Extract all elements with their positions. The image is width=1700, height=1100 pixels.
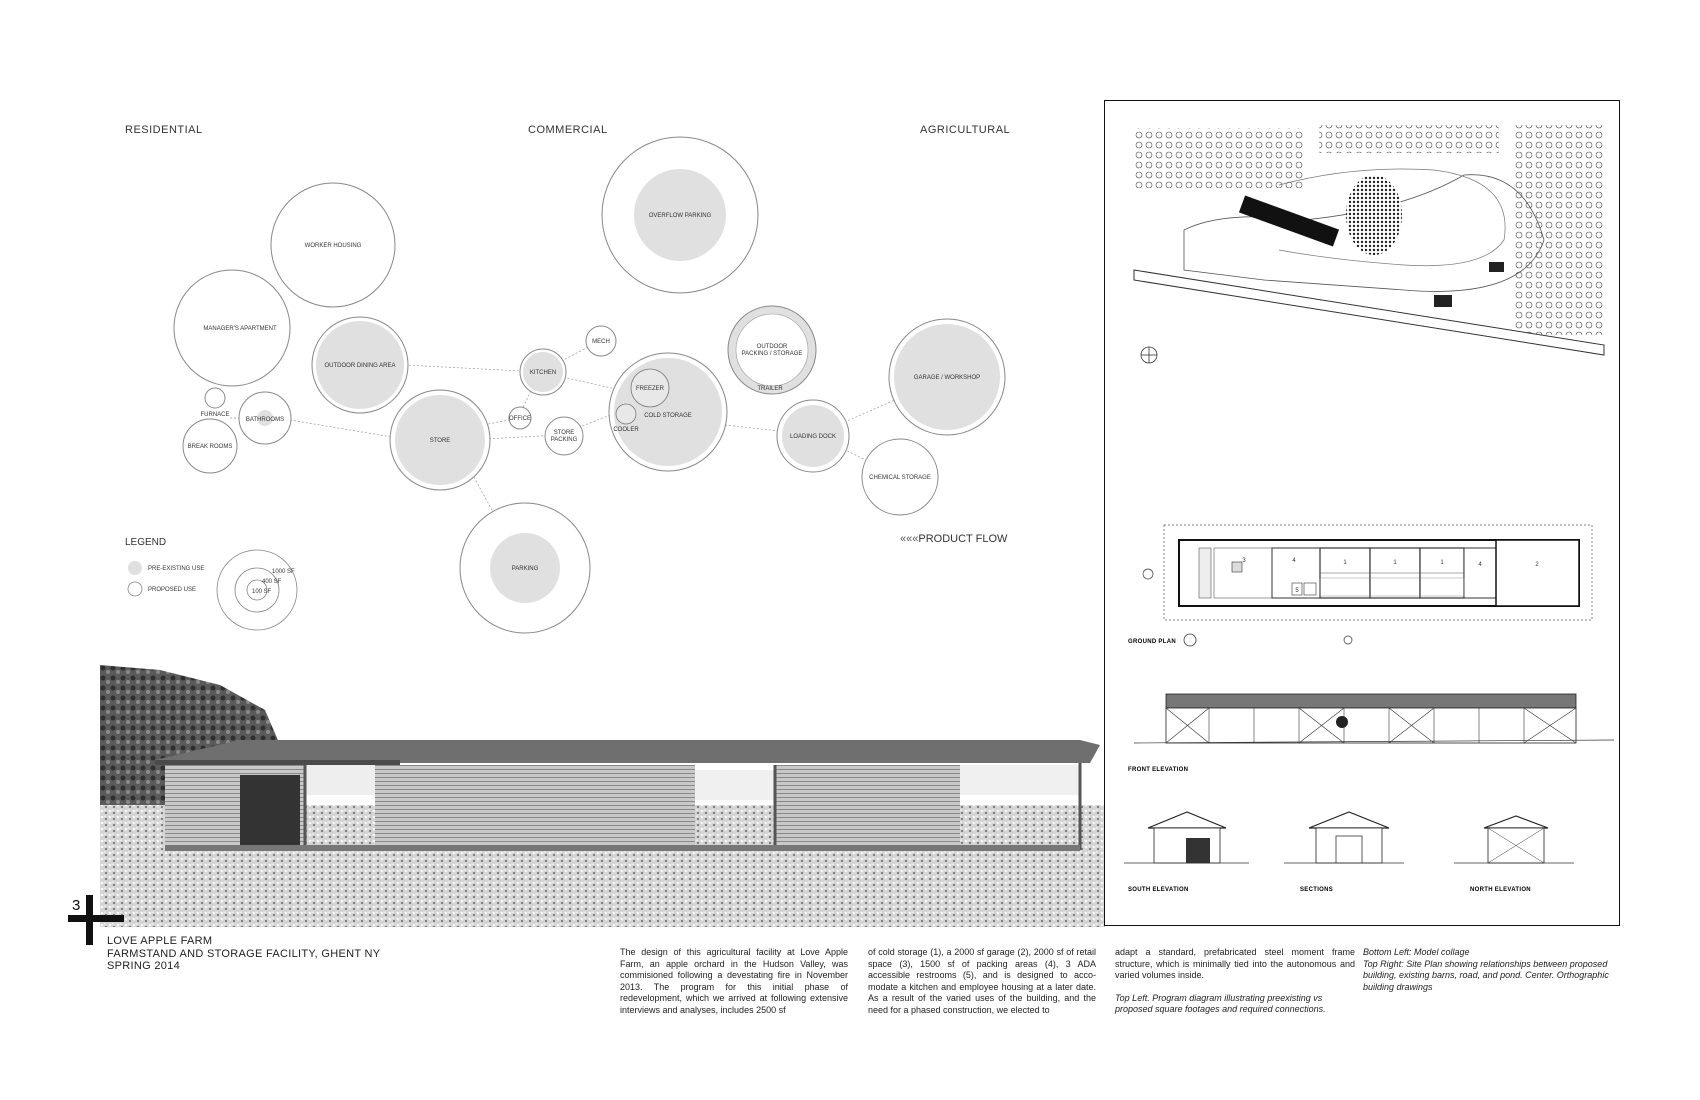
bubble-furnace: FURNACE xyxy=(200,387,230,418)
svg-text:GROUND PLAN: GROUND PLAN xyxy=(1128,639,1176,645)
cross-mark-horizontal xyxy=(68,915,124,922)
bubble-managers-apartment: MANAGER'S APARTMENT xyxy=(173,269,291,387)
svg-text:LOADING DOCK: LOADING DOCK xyxy=(790,434,836,440)
svg-text:1000 SF: 1000 SF xyxy=(272,569,295,575)
svg-text:MANAGER'S APARTMENT: MANAGER'S APARTMENT xyxy=(203,326,277,332)
svg-text:BATHROOMS: BATHROOMS xyxy=(246,417,284,423)
project-name: LOVE APPLE FARM xyxy=(107,935,213,947)
svg-text:PROPOSED USE: PROPOSED USE xyxy=(148,587,196,593)
text-column-1: The design of this agricultural facility… xyxy=(620,947,848,1015)
north-elevation-drawing: NORTH ELEVATION xyxy=(1454,815,1574,893)
bubble-chemical-storage: CHEMICAL STORAGE xyxy=(861,438,939,516)
svg-text:TRAILER: TRAILER xyxy=(757,386,783,392)
svg-text:OUTDOOR DINING AREA: OUTDOOR DINING AREA xyxy=(324,363,395,369)
front-elevation-drawing: FRONT ELEVATION xyxy=(1128,693,1615,773)
model-collage xyxy=(100,665,1105,927)
bubble-store: STORE xyxy=(389,389,491,491)
sections-drawing: SECTIONS xyxy=(1284,811,1404,893)
svg-text:4: 4 xyxy=(1292,558,1296,564)
svg-text:PARKING: PARKING xyxy=(512,566,539,572)
svg-text:5: 5 xyxy=(1295,588,1299,594)
bubble-freezer: FREEZER xyxy=(630,368,670,408)
bubble-break-rooms: BREAK ROOMS xyxy=(182,418,238,474)
bubble-office: OFFICE xyxy=(508,406,532,430)
bubble-outdoor-dining: OUTDOOR DINING AREA xyxy=(311,316,409,414)
bubble-loading-dock: LOADING DOCK xyxy=(776,399,850,473)
product-flow-label: PRODUCT FLOW xyxy=(918,533,1008,545)
caption-right: Bottom Left: Model collage Top Right: Si… xyxy=(1363,947,1609,992)
svg-text:1: 1 xyxy=(1343,560,1347,566)
svg-text:LEGEND: LEGEND xyxy=(125,537,166,548)
flow-arrows-icon: ««« xyxy=(900,533,919,545)
svg-text:OVERFLOW PARKING: OVERFLOW PARKING xyxy=(649,213,712,219)
svg-text:100 SF: 100 SF xyxy=(252,589,272,595)
svg-text:1: 1 xyxy=(1393,560,1397,566)
svg-text:PRE-EXISTING USE: PRE-EXISTING USE xyxy=(148,566,204,572)
svg-text:KITCHEN: KITCHEN xyxy=(530,370,556,376)
svg-text:PACKING / STORAGE: PACKING / STORAGE xyxy=(742,351,803,357)
category-commercial: COMMERCIAL xyxy=(528,124,608,136)
drawings-panel xyxy=(1104,100,1620,926)
product-flow: «««PRODUCT FLOW xyxy=(900,533,1007,545)
svg-text:SOUTH ELEVATION: SOUTH ELEVATION xyxy=(1128,887,1189,893)
existing-barn xyxy=(1489,262,1504,272)
bubble-parking: PARKING xyxy=(459,502,591,634)
bubble-kitchen: KITCHEN xyxy=(519,348,567,396)
drawings-svg: 4 1 1 1 4 2 5 3 GROUND PLAN FRONT ELEVAT… xyxy=(1124,125,1615,893)
svg-text:FURNACE: FURNACE xyxy=(200,412,229,418)
text-column-3: adapt a standard, prefabricated steel mo… xyxy=(1115,947,1355,1016)
text-column-3-body: adapt a standard, prefabricated steel mo… xyxy=(1115,947,1355,980)
svg-text:400 SF: 400 SF xyxy=(262,579,282,585)
site-plan xyxy=(1133,125,1605,364)
bubble-garage-workshop: GARAGE / WORKSHOP xyxy=(888,318,1006,436)
caption-top-left: Top Left. Program diagram illustrating p… xyxy=(1115,992,1326,1015)
category-agricultural: AGRICULTURAL xyxy=(920,124,1011,136)
svg-text:2: 2 xyxy=(1535,562,1539,568)
north-arrow-icon xyxy=(1183,633,1197,647)
category-residential: RESIDENTIAL xyxy=(125,124,203,136)
svg-text:FRONT ELEVATION: FRONT ELEVATION xyxy=(1128,767,1188,773)
svg-text:STORE: STORE xyxy=(430,438,451,444)
existing-barn xyxy=(1434,295,1452,307)
svg-text:GARAGE / WORKSHOP: GARAGE / WORKSHOP xyxy=(914,375,980,381)
svg-text:WORKER HOUSING: WORKER HOUSING xyxy=(305,243,362,249)
project-subtitle: FARMSTAND AND STORAGE FACILITY, GHENT NY xyxy=(107,947,381,960)
bubble-store-packing: STORE PACKING xyxy=(544,416,584,456)
proposed-building-site xyxy=(1238,195,1340,247)
project-date: SPRING 2014 xyxy=(107,960,181,972)
svg-text:OUTDOOR: OUTDOOR xyxy=(757,344,788,350)
svg-text:1: 1 xyxy=(1440,560,1444,566)
project-title: LOVE APPLE FARM FARMSTAND AND STORAGE FA… xyxy=(107,935,380,973)
svg-text:NORTH ELEVATION: NORTH ELEVATION xyxy=(1470,887,1531,893)
pond xyxy=(1346,175,1402,255)
svg-text:SECTIONS: SECTIONS xyxy=(1300,887,1333,893)
svg-text:BREAK ROOMS: BREAK ROOMS xyxy=(188,444,233,450)
legend: LEGEND PRE-EXISTING USE PROPOSED USE 100… xyxy=(125,537,298,631)
bubble-cooler: COOLER xyxy=(613,403,639,433)
south-elevation-drawing: SOUTH ELEVATION xyxy=(1124,811,1249,893)
svg-text:3: 3 xyxy=(1242,558,1246,564)
bubble-bathrooms: BATHROOMS xyxy=(238,391,292,445)
svg-text:STORE: STORE xyxy=(554,430,575,436)
ground-plan-drawing: 4 1 1 1 4 2 5 3 GROUND PLAN xyxy=(1128,524,1593,647)
page-number: 3 xyxy=(72,897,81,914)
svg-text:4: 4 xyxy=(1478,562,1482,568)
svg-text:PACKING: PACKING xyxy=(551,437,578,443)
text-column-2: of cold storage (1), a 2000 sf garage (2… xyxy=(868,947,1096,1015)
model-building xyxy=(155,740,1100,851)
svg-text:COLD STORAGE: COLD STORAGE xyxy=(644,413,692,419)
svg-text:COOLER: COOLER xyxy=(613,427,639,433)
svg-text:CHEMICAL STORAGE: CHEMICAL STORAGE xyxy=(869,475,931,481)
svg-text:OFFICE: OFFICE xyxy=(509,416,531,422)
bubble-overflow-parking: OVERFLOW PARKING xyxy=(601,136,759,294)
bubble-mech: MECH xyxy=(585,325,617,357)
svg-text:MECH: MECH xyxy=(592,339,610,345)
program-diagram: WORKER HOUSING MANAGER'S APARTMENT OUTDO… xyxy=(125,136,1006,634)
bubble-worker-housing: WORKER HOUSING xyxy=(270,182,396,308)
bubble-outdoor-packing: OUTDOOR PACKING / STORAGE TRAILER xyxy=(727,305,817,395)
svg-text:FREEZER: FREEZER xyxy=(636,386,665,392)
